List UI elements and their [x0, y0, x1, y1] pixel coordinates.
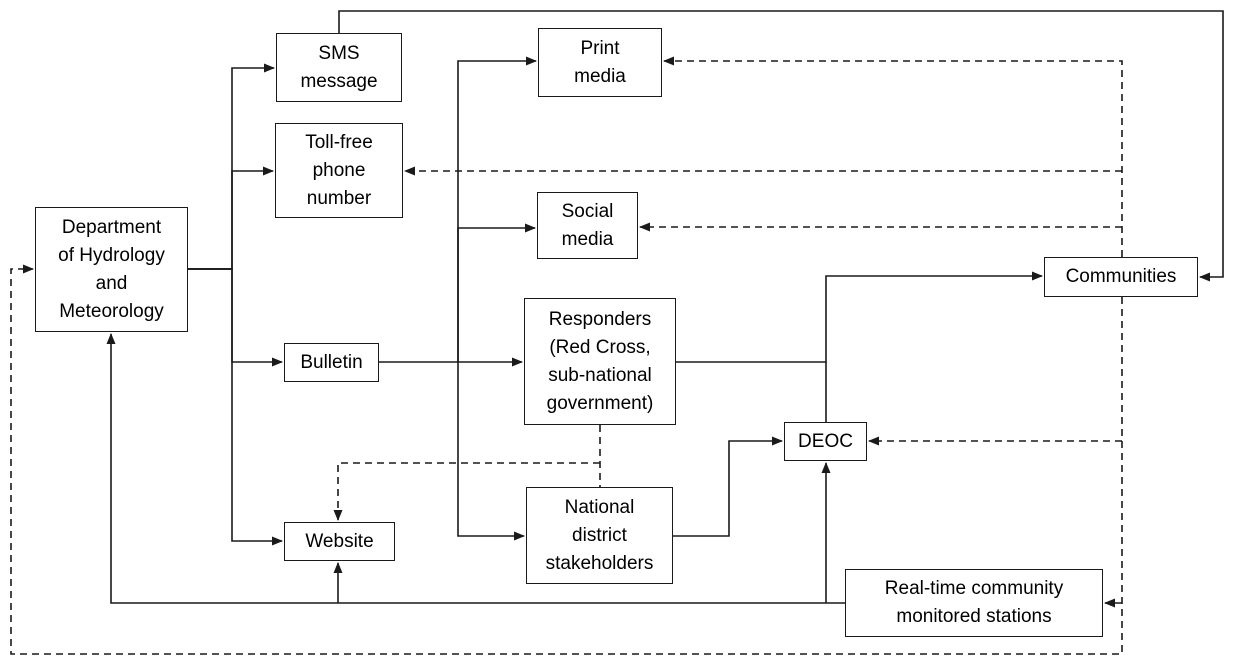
edge-dhm-bulletin [188, 268, 283, 367]
node-department-of-hydrology-and-meteorology: Department of Hydrology and Meteorology [35, 207, 188, 332]
edge-communities-dhm-dashed [10, 264, 1123, 655]
edge-dhm-website [188, 268, 283, 546]
edge-bulletin-social [457, 223, 536, 362]
node-sms-message: SMS message [276, 33, 402, 102]
node-real-time-community-monitored-stations: Real-time community monitored stations [845, 569, 1103, 637]
node-national-district-stakeholders: National district stakeholders [526, 487, 673, 584]
edge-bulletin-national [457, 362, 525, 541]
edge-responders-website-dashed [333, 462, 600, 521]
node-deoc: DEOC [784, 422, 867, 461]
node-communities: Communities [1044, 257, 1198, 297]
edge-realtime-dhm [106, 333, 845, 604]
node-toll-free-phone-number: Toll-free phone number [275, 123, 403, 218]
edge-dhm-tollfree [188, 166, 274, 270]
edge-dhm-sms [188, 63, 275, 270]
edge-national-deoc [673, 436, 783, 537]
edge-sms-communities [338, 10, 1224, 282]
node-bulletin: Bulletin [284, 343, 379, 382]
node-responders: Responders (Red Cross, sub-national gove… [524, 298, 676, 425]
edge-responders-communities [676, 271, 1043, 363]
node-website: Website [284, 522, 395, 561]
node-print-media: Print media [538, 28, 662, 97]
edge-communities-print-dashed [663, 56, 1123, 257]
node-social-media: Social media [537, 192, 638, 259]
